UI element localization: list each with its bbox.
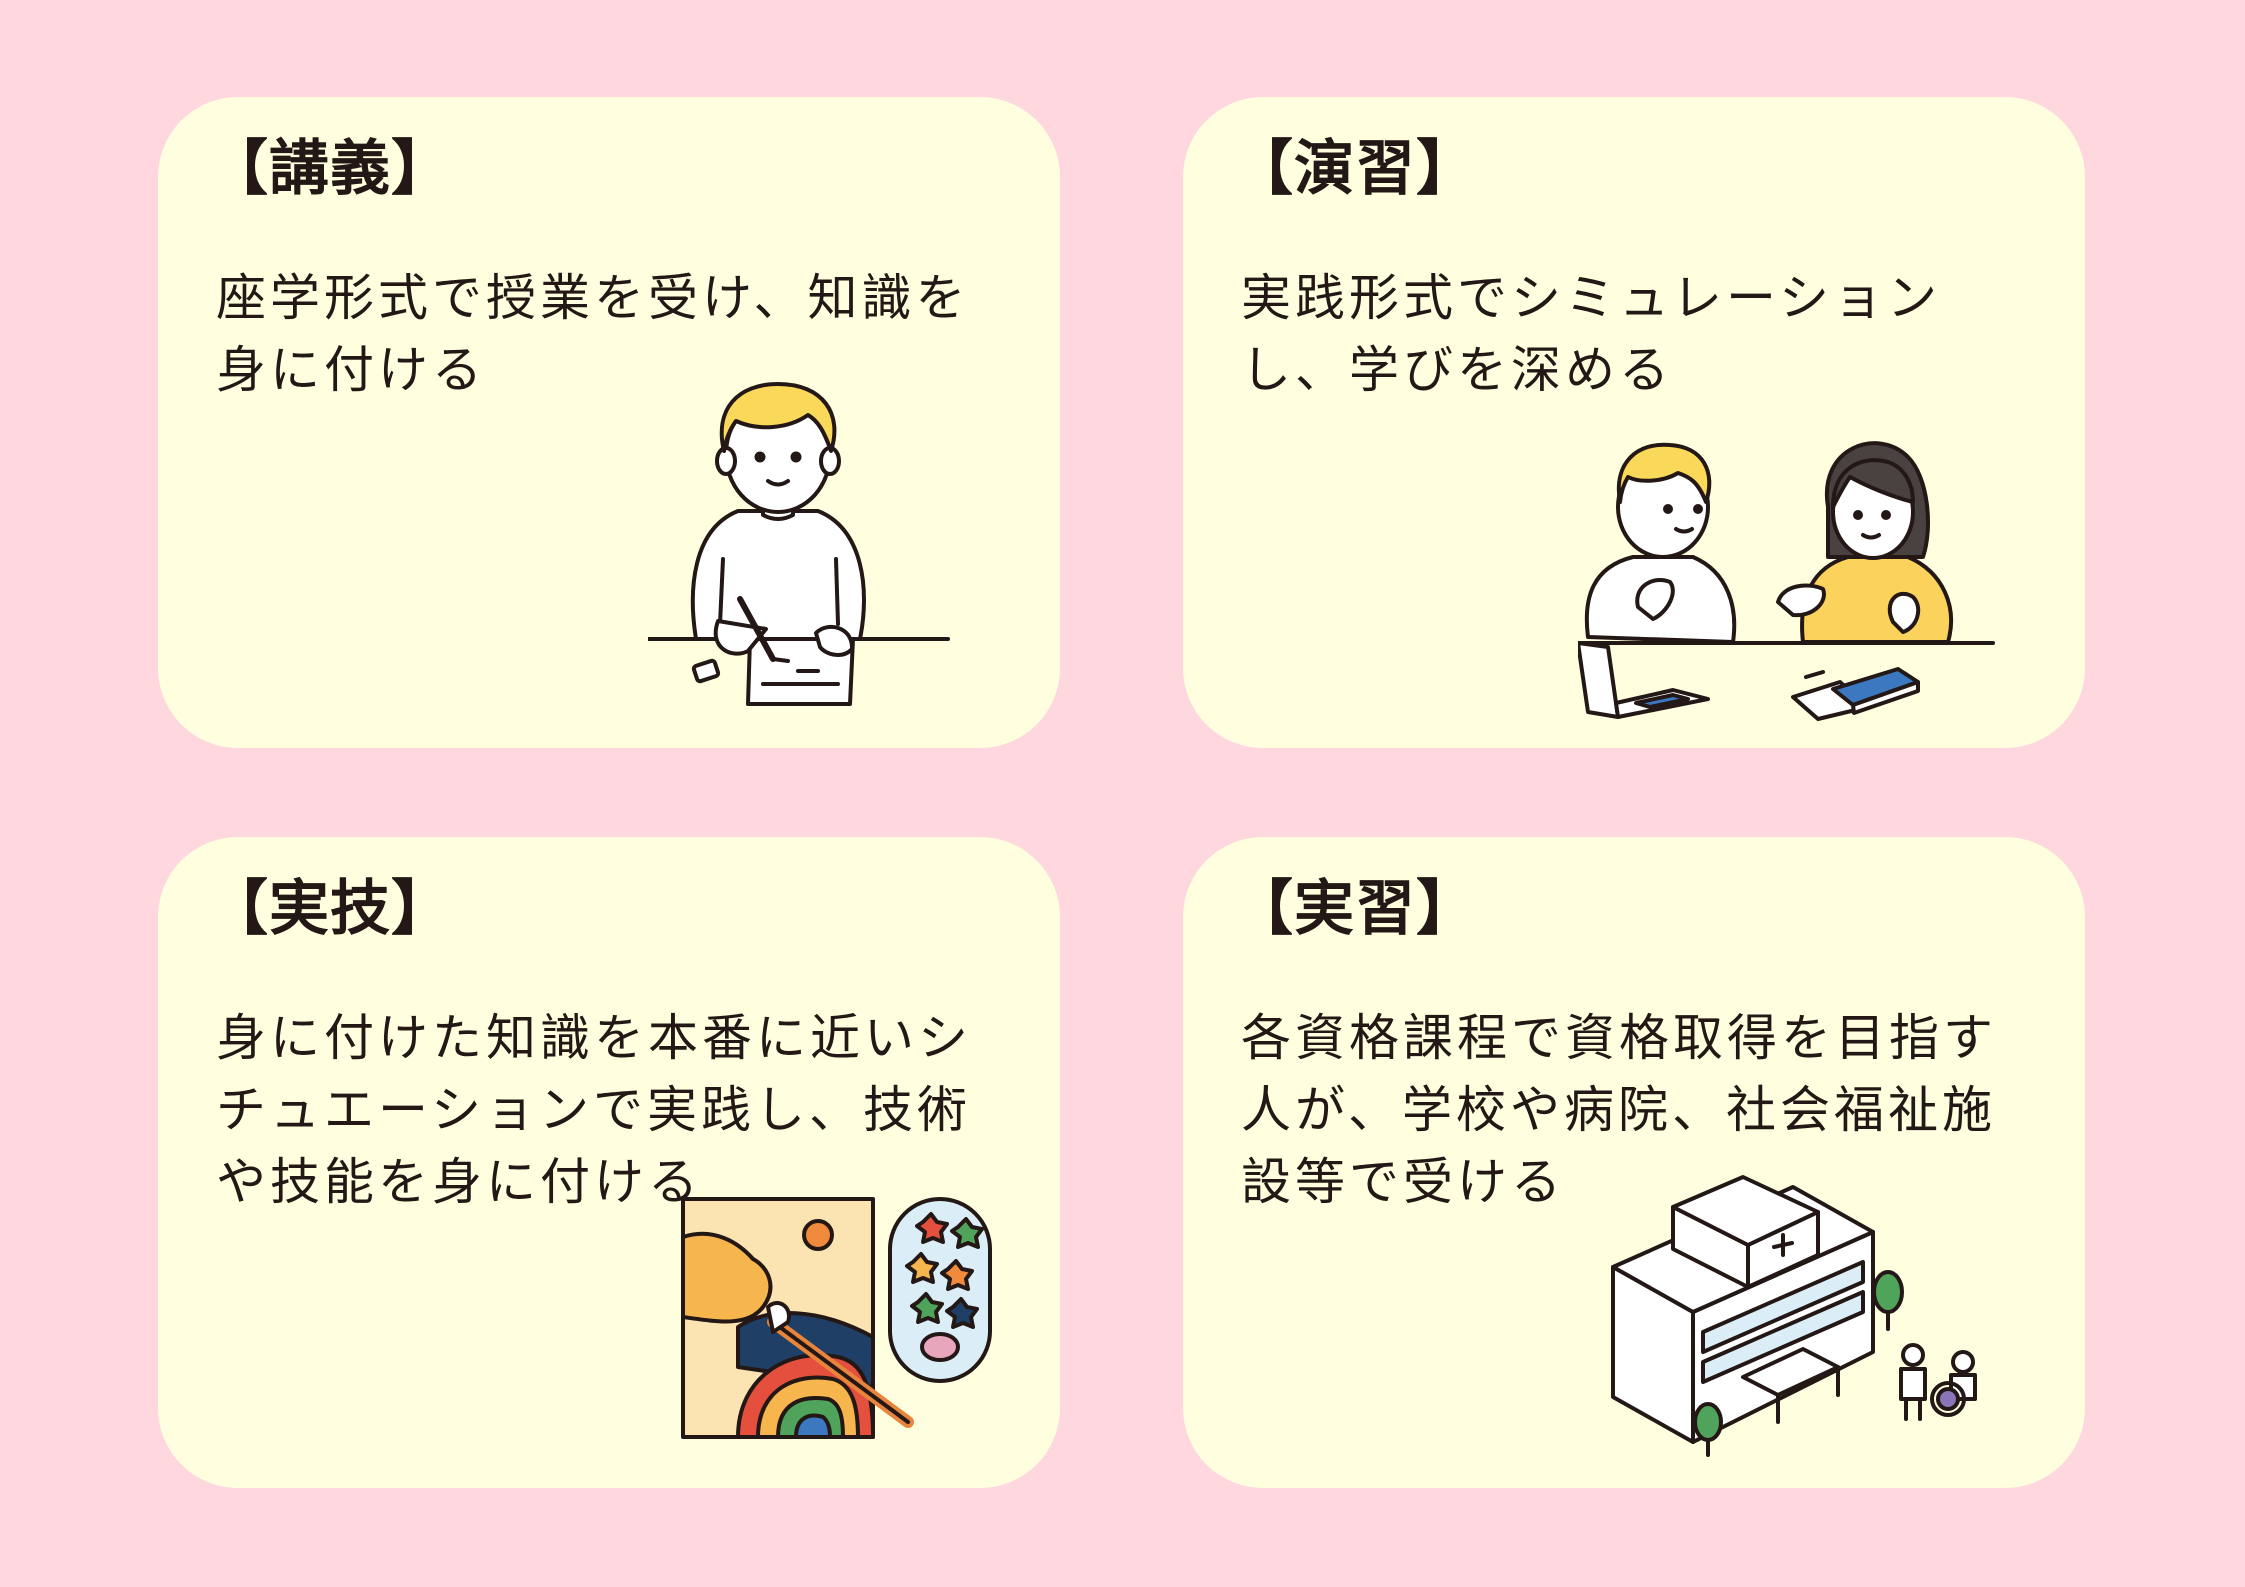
card-exercise: 【演習】 実践形式でシミュレーション し、学びを深める <box>1183 97 2085 748</box>
description-line: 実践形式でシミュレーション <box>1241 269 1941 327</box>
student-writing-at-desk-icon <box>648 359 958 719</box>
card-description: 各資格課程で資格取得を目指す 人が、学校や病院、社会福祉施 設等で受ける <box>1241 1002 1997 1218</box>
card-internship: 【実習】 各資格課程で資格取得を目指す 人が、学校や病院、社会福祉施 設等で受け… <box>1183 837 2085 1488</box>
description-line: チュエーションで実践し、技術 <box>216 1081 971 1139</box>
description-line: 座学形式で授業を受け、知識を <box>216 269 970 327</box>
card-title: 【講義】 <box>208 134 452 204</box>
description-line: 身に付けた知識を本番に近いシ <box>216 1009 972 1067</box>
card-title: 【演習】 <box>1233 134 1477 204</box>
card-practical-skills: 【実技】 身に付けた知識を本番に近いシ チュエーションで実践し、技術 や技能を身… <box>158 837 1060 1488</box>
card-description: 座学形式で授業を受け、知識を 身に付ける <box>216 262 970 406</box>
card-description: 身に付けた知識を本番に近いシ チュエーションで実践し、技術 や技能を身に付ける <box>216 1002 972 1218</box>
description-line: 人が、学校や病院、社会福祉施 <box>1241 1081 1996 1139</box>
description-line: 各資格課程で資格取得を目指す <box>1241 1009 1997 1067</box>
card-lecture: 【講義】 座学形式で授業を受け、知識を 身に付ける <box>158 97 1060 748</box>
description-line: し、学びを深める <box>1241 341 1673 399</box>
card-title: 【実技】 <box>208 874 452 944</box>
description-line: 設等で受ける <box>1241 1153 1565 1211</box>
hospital-building-icon <box>1603 1137 2003 1467</box>
painting-and-palette-icon <box>678 1197 1008 1457</box>
description-line: や技能を身に付ける <box>216 1153 702 1211</box>
description-line: 身に付ける <box>216 341 486 399</box>
card-description: 実践形式でシミュレーション し、学びを深める <box>1241 262 1941 406</box>
two-people-discussing-icon <box>1578 407 1998 727</box>
card-title: 【実習】 <box>1233 874 1477 944</box>
